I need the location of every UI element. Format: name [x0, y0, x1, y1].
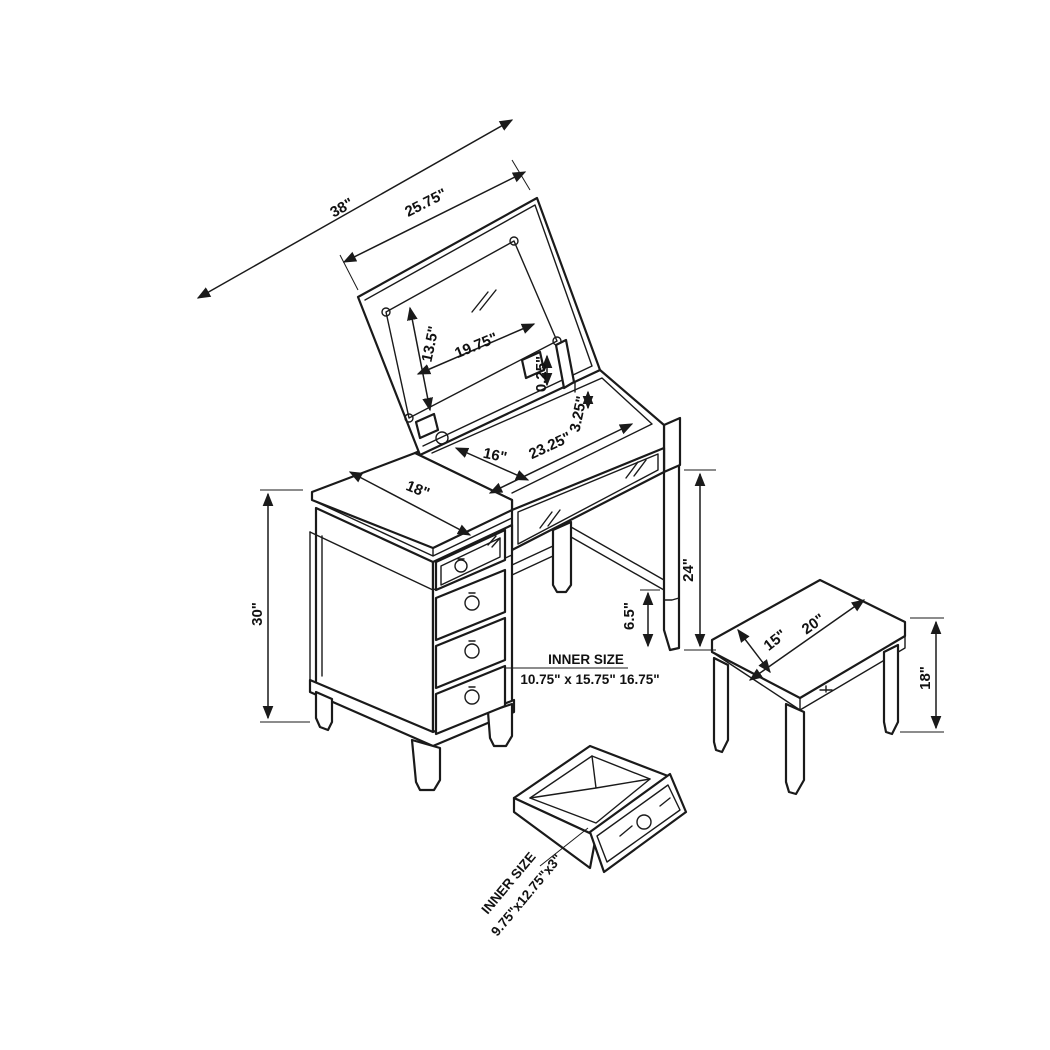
label-38: 38" [327, 195, 356, 221]
loose-drawer-front [588, 772, 688, 874]
label-0-25: 0.25" [533, 356, 550, 392]
ring-pull[interactable] [464, 689, 480, 705]
stool [710, 578, 907, 796]
cabinet-foot-front [410, 738, 442, 792]
label-30: 30" [249, 602, 266, 626]
lid-knob [435, 431, 449, 445]
stool-leg-left [712, 656, 730, 754]
ring-pull[interactable] [636, 814, 652, 830]
cabinet-foot-right [486, 702, 514, 748]
stool-back-leg [819, 685, 833, 693]
drawer-2[interactable] [434, 568, 507, 642]
cabinet-inner-size-label: INNER SIZE [548, 652, 624, 667]
cabinet-inner-size-value: 10.75" x 15.75" 16.75" [520, 672, 659, 687]
drawer-4[interactable] [434, 664, 507, 736]
cabinet-plinth [308, 678, 516, 748]
tray-side [662, 416, 682, 474]
label-16: 16" [482, 445, 509, 467]
side-stretcher [570, 526, 665, 591]
vanity-desk [308, 196, 682, 792]
ring-pull[interactable] [464, 643, 480, 659]
top-glass-drawer[interactable] [434, 528, 507, 592]
hinge-left [414, 412, 440, 440]
dimension-lines [196, 119, 944, 867]
lid-support [554, 338, 576, 390]
stool-leg-front [784, 702, 806, 796]
ring-pull[interactable] [454, 559, 468, 573]
stool-leg-right [882, 643, 900, 736]
loose-drawer [512, 744, 688, 874]
label-25-75: 25.75" [402, 185, 450, 220]
label-24: 24" [680, 558, 697, 582]
label-6-5: 6.5" [621, 602, 638, 630]
front-stretcher [511, 545, 554, 576]
cabinet-foot-left [314, 690, 334, 732]
drawer-3[interactable] [434, 616, 507, 690]
ring-pull[interactable] [464, 595, 480, 611]
front-right-leg [551, 520, 573, 594]
label-18-stool: 18" [917, 666, 934, 690]
back-right-leg [662, 461, 681, 652]
